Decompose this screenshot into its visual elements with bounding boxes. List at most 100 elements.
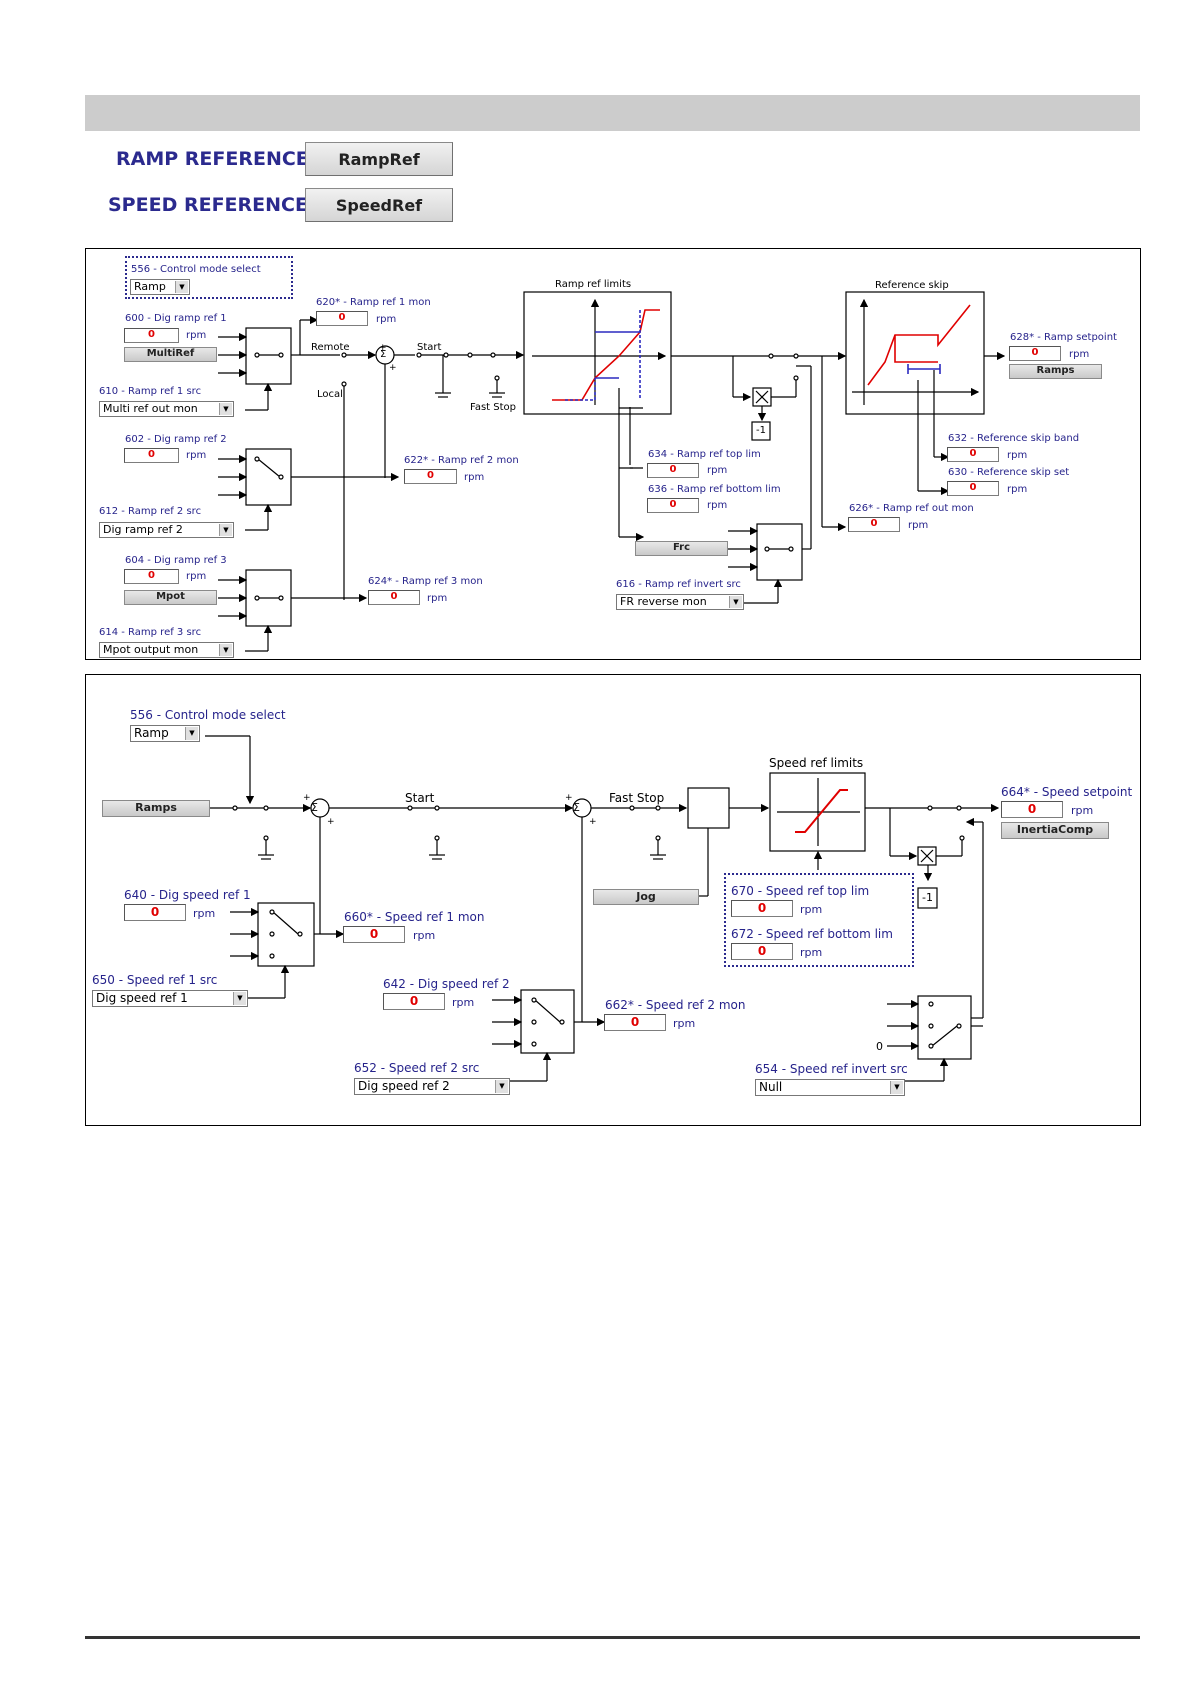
footer-rule	[85, 1636, 1140, 1639]
unit-label: rpm	[707, 500, 728, 511]
local-label: Local	[317, 389, 343, 400]
ramp-ref-invert-src-select[interactable]: FR reverse mon▼	[616, 594, 744, 610]
reference-skip-band-field[interactable]: 0	[947, 447, 999, 462]
fast-stop-label: Fast Stop	[470, 402, 517, 413]
speed-ref-top-lim-field[interactable]: 0	[731, 900, 793, 917]
dig-ramp-ref-2-field[interactable]: 0	[124, 448, 179, 463]
speed-control-mode-select[interactable]: Ramp▼	[130, 725, 200, 742]
inertiacomp-button[interactable]: InertiaComp	[1001, 822, 1109, 839]
ramp-ref-out-mon-value: 0	[848, 517, 900, 532]
ramp-ref-3-src-select[interactable]: Mpot output mon▼	[99, 642, 234, 658]
unit-label: rpm	[413, 929, 436, 942]
ramps-button[interactable]: Ramps	[1009, 364, 1102, 379]
control-mode-select[interactable]: Ramp▼	[130, 279, 190, 295]
control-mode-label: 556 - Control mode select	[131, 264, 261, 275]
unit-label: rpm	[800, 903, 823, 916]
minus-one-block: -1	[756, 425, 766, 436]
ramp-ref-limits-title: Ramp ref limits	[555, 279, 632, 290]
reference-skip-band-label: 632 - Reference skip band	[948, 433, 1080, 444]
chevron-down-icon: ▼	[219, 644, 232, 656]
ramp-ref-2-src-select[interactable]: Dig ramp ref 2▼	[99, 522, 234, 538]
speed-ref-2-src-label: 652 - Speed ref 2 src	[354, 1061, 480, 1075]
ramp-ref-button[interactable]: RampRef	[305, 142, 453, 176]
chevron-down-icon: ▼	[890, 1081, 903, 1094]
sum-plus-bottom: +	[389, 363, 397, 373]
unit-label: rpm	[376, 314, 397, 325]
ramp-ref-top-lim-label: 634 - Ramp ref top lim	[648, 449, 761, 460]
unit-label: rpm	[186, 330, 207, 341]
chevron-down-icon: ▼	[729, 596, 742, 608]
remote-label: Remote	[311, 342, 350, 353]
speed-sigma-2-icon: Σ	[573, 801, 580, 814]
ramp-setpoint-value: 0	[1009, 346, 1061, 361]
sigma-icon: Σ	[380, 349, 387, 360]
speed-ref-bottom-lim-label: 672 - Speed ref bottom lim	[731, 927, 893, 941]
ramp-reference-label: RAMP REFERENCE	[116, 148, 309, 170]
dig-speed-ref-1-field[interactable]: 0	[124, 904, 186, 921]
reference-skip-title: Reference skip	[875, 280, 949, 291]
unit-label: rpm	[1071, 804, 1094, 817]
ramp-ref-3-mon-label: 624* - Ramp ref 3 mon	[368, 576, 483, 587]
minus-one-block: -1	[922, 891, 933, 904]
speed-ref-2-src-select[interactable]: Dig speed ref 2▼	[354, 1078, 510, 1095]
unit-label: rpm	[193, 907, 216, 920]
speed-ref-limits-title: Speed ref limits	[769, 756, 864, 770]
speed-ref-invert-src-select[interactable]: Null▼	[755, 1079, 905, 1096]
sum-plus-top: +	[379, 343, 387, 353]
ramp-ref-1-src-select[interactable]: Multi ref out mon▼	[99, 401, 234, 417]
ramp-ref-3-src-label: 614 - Ramp ref 3 src	[99, 627, 202, 638]
ramp-ref-1-mon-value: 0	[316, 311, 368, 326]
speed-reference-label: SPEED REFERENCE	[108, 194, 308, 216]
dig-ramp-ref-1-field[interactable]: 0	[124, 328, 179, 343]
ramp-ref-1-mon-label: 620* - Ramp ref 1 mon	[316, 297, 431, 308]
dig-speed-ref-2-label: 642 - Dig speed ref 2	[383, 977, 510, 991]
chevron-down-icon: ▼	[175, 281, 188, 293]
speed-start-label: Start	[405, 791, 435, 805]
reference-skip-set-label: 630 - Reference skip set	[948, 467, 1070, 478]
speed-fast-stop-label: Fast Stop	[609, 791, 665, 805]
unit-label: rpm	[1007, 450, 1028, 461]
speed-setpoint-value: 0	[1001, 801, 1063, 818]
dig-speed-ref-2-field[interactable]: 0	[383, 993, 445, 1010]
speed-reference-diagram	[85, 674, 1141, 1126]
speed-setpoint-label: 664* - Speed setpoint	[1001, 785, 1133, 799]
speed-sigma-1-icon: Σ	[311, 801, 318, 814]
multiref-button[interactable]: MultiRef	[124, 347, 217, 362]
dig-ramp-ref-1-label: 600 - Dig ramp ref 1	[125, 313, 227, 324]
jog-button[interactable]: Jog	[593, 889, 699, 905]
zero-input-label: 0	[876, 1040, 883, 1053]
unit-label: rpm	[186, 450, 207, 461]
unit-label: rpm	[1007, 484, 1028, 495]
chevron-down-icon: ▼	[233, 992, 246, 1005]
ramp-ref-3-mon-value: 0	[368, 590, 420, 605]
ramps-input-button[interactable]: Ramps	[102, 800, 210, 817]
speed-ref-button[interactable]: SpeedRef	[305, 188, 453, 222]
unit-label: rpm	[707, 465, 728, 476]
dig-ramp-ref-3-field[interactable]: 0	[124, 569, 179, 584]
speed-ref-top-lim-label: 670 - Speed ref top lim	[731, 884, 870, 898]
ramp-ref-invert-src-label: 616 - Ramp ref invert src	[616, 579, 741, 590]
sum-plus-left: +	[565, 793, 573, 803]
speed-ref-bottom-lim-field[interactable]: 0	[731, 943, 793, 960]
reference-skip-set-field[interactable]: 0	[947, 481, 999, 496]
ramp-ref-2-mon-value: 0	[404, 469, 457, 484]
ramp-ref-top-lim-field[interactable]: 0	[647, 463, 699, 478]
unit-label: rpm	[452, 996, 475, 1009]
ramp-reference-diagram	[85, 248, 1141, 660]
ramp-ref-bottom-lim-field[interactable]: 0	[647, 498, 699, 513]
speed-ref-1-src-label: 650 - Speed ref 1 src	[92, 973, 218, 987]
mpot-button[interactable]: Mpot	[124, 590, 217, 605]
frc-button[interactable]: Frc	[635, 541, 728, 556]
speed-ref-1-mon-value: 0	[343, 926, 405, 943]
speed-ref-2-mon-value: 0	[604, 1014, 666, 1031]
unit-label: rpm	[427, 593, 448, 604]
start-label: Start	[417, 342, 442, 353]
speed-ref-1-src-select[interactable]: Dig speed ref 1▼	[92, 990, 248, 1007]
dig-ramp-ref-3-label: 604 - Dig ramp ref 3	[125, 555, 227, 566]
dig-ramp-ref-2-label: 602 - Dig ramp ref 2	[125, 434, 227, 445]
speed-control-mode-label: 556 - Control mode select	[130, 708, 286, 722]
speed-ref-invert-src-label: 654 - Speed ref invert src	[755, 1062, 908, 1076]
control-mode-box	[125, 256, 293, 299]
sum-plus-left: +	[303, 793, 311, 803]
